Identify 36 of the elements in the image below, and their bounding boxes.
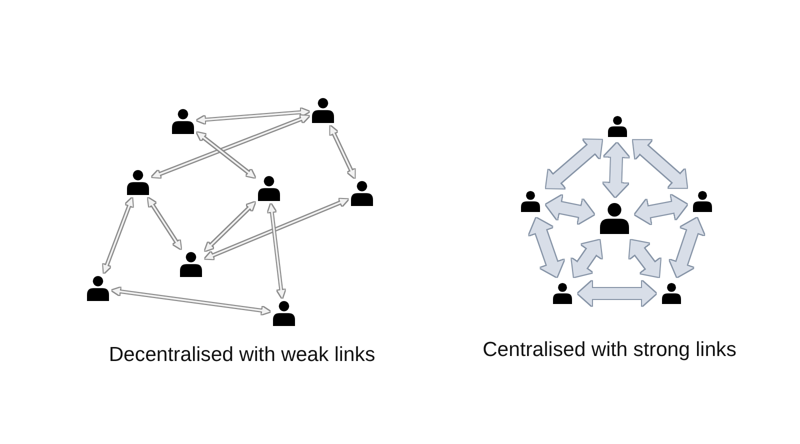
double-arrow <box>572 240 602 277</box>
double-arrow <box>670 218 704 277</box>
double-arrow <box>330 126 355 178</box>
double-arrow <box>152 115 309 178</box>
double-arrow <box>197 132 255 178</box>
person-icon <box>351 181 373 206</box>
double-arrow <box>197 108 309 124</box>
person-icon <box>273 301 295 326</box>
double-arrow <box>205 198 348 260</box>
person-icon <box>662 283 681 304</box>
person-icon <box>521 191 540 212</box>
person-icon <box>553 283 572 304</box>
double-arrow <box>633 140 687 188</box>
person-icon <box>180 252 202 277</box>
person-icon <box>693 191 712 212</box>
double-arrow <box>603 143 629 197</box>
person-icon <box>312 98 334 123</box>
double-arrow <box>205 202 255 251</box>
person-icon <box>172 109 194 134</box>
person-icon <box>608 116 627 137</box>
double-arrow <box>112 288 270 314</box>
caption-label: Decentralised with weak links <box>108 342 376 367</box>
person-icon <box>127 170 149 195</box>
double-arrow <box>635 194 687 224</box>
double-arrow <box>268 204 285 298</box>
caption-label: Centralised with strong links <box>482 338 736 362</box>
double-arrow <box>546 140 602 188</box>
person-icon <box>87 276 109 301</box>
double-arrow <box>529 218 564 277</box>
person-icon <box>600 203 629 234</box>
person-icon <box>258 176 280 201</box>
double-arrow <box>103 198 133 273</box>
double-arrow <box>578 281 656 306</box>
double-arrow <box>629 240 660 277</box>
double-arrow <box>546 195 594 224</box>
double-arrow <box>148 198 181 249</box>
